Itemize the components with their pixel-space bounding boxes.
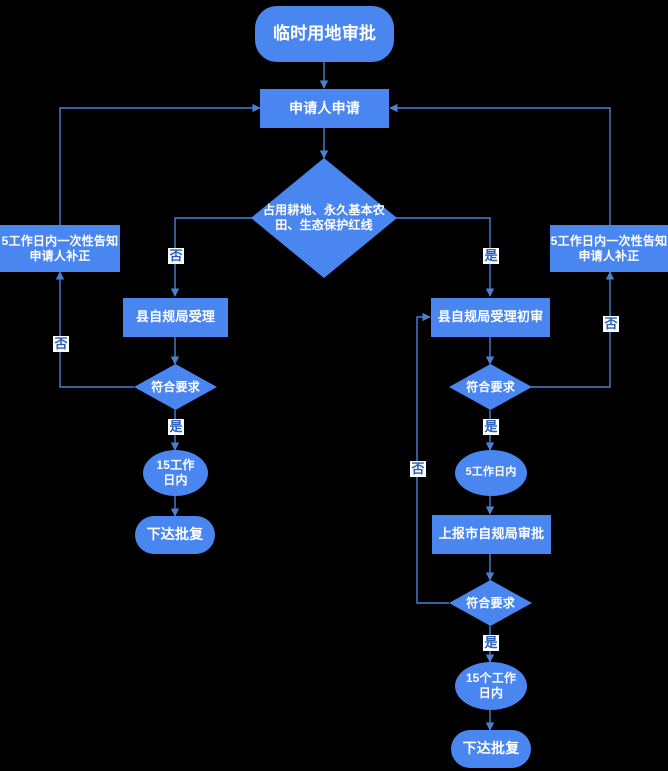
- node-applicant-apply[interactable]: 申请人申请: [260, 89, 389, 128]
- node-notify-correction-right-label: 5工作日内一次性告知申请人补正: [550, 233, 668, 263]
- edge-label-check-right-yes: 是: [483, 419, 499, 435]
- node-issue-approval-right[interactable]: 下达批复: [451, 730, 531, 768]
- edge-checkcity-no: [416, 312, 449, 604]
- edge-label-land-yes: 是: [483, 248, 499, 264]
- node-check-requirements-left-label: 符合要求: [151, 379, 200, 394]
- edge-notifyleft-apply: [59, 103, 261, 225]
- node-check-requirements-city-label: 符合要求: [466, 595, 515, 610]
- edge-checkleft-no: [55, 271, 134, 388]
- node-decision-land-use[interactable]: 占用耕地、永久基本农田、生态保护红线: [251, 158, 397, 278]
- node-issue-approval-left-label: 下达批复: [146, 526, 204, 543]
- node-applicant-apply-label: 申请人申请: [289, 99, 360, 116]
- edge-label-check-right-no: 否: [603, 316, 619, 332]
- edge-label-check-city-yes: 是: [483, 635, 499, 651]
- node-15-working-days-right[interactable]: 15个工作日内: [455, 662, 527, 710]
- node-county-bureau-initial-review[interactable]: 县自规局受理初审: [431, 298, 550, 337]
- edge-checkright-no: [531, 271, 615, 388]
- edge-label-check-left-yes: 是: [168, 419, 184, 435]
- node-check-requirements-left[interactable]: 符合要求: [134, 364, 217, 410]
- node-county-bureau-initial-review-label: 县自规局受理初审: [437, 309, 544, 325]
- node-report-city-bureau-approval[interactable]: 上报市自规局审批: [432, 515, 551, 554]
- node-check-requirements-city[interactable]: 符合要求: [449, 580, 532, 626]
- node-15-working-days-right-label: 15个工作日内: [465, 671, 517, 700]
- edge-decision-no: [170, 217, 252, 297]
- node-county-bureau-accept-label: 县自规局受理: [135, 309, 216, 325]
- edge-notifyright-apply: [389, 103, 611, 225]
- node-start[interactable]: 临时用地审批: [255, 6, 394, 62]
- node-check-requirements-right[interactable]: 符合要求: [449, 364, 532, 410]
- node-notify-correction-right[interactable]: 5工作日内一次性告知申请人补正: [550, 225, 668, 272]
- edge-label-check-left-no: 否: [53, 336, 69, 352]
- node-15-working-days-left[interactable]: 15工作日内: [143, 450, 208, 496]
- edge-label-check-city-no: 否: [410, 461, 426, 477]
- node-notify-correction-left-label: 5工作日内一次性告知申请人补正: [1, 233, 119, 263]
- node-check-requirements-right-label: 符合要求: [466, 379, 515, 394]
- node-15-working-days-left-label: 15工作日内: [156, 458, 195, 487]
- edge-decision-yes: [396, 217, 495, 297]
- node-county-bureau-accept[interactable]: 县自规局受理: [123, 298, 228, 337]
- node-decision-land-use-label: 占用耕地、永久基本农田、生态保护红线: [262, 203, 385, 232]
- node-report-city-bureau-approval-label: 上报市自规局审批: [438, 526, 545, 542]
- node-issue-approval-left[interactable]: 下达批复: [135, 516, 215, 554]
- edge-label-land-no: 否: [168, 248, 184, 264]
- node-notify-correction-left[interactable]: 5工作日内一次性告知申请人补正: [0, 225, 120, 272]
- node-issue-approval-right-label: 下达批复: [462, 740, 520, 757]
- node-5-working-days-right-label: 5工作日内: [465, 466, 517, 479]
- node-5-working-days-right[interactable]: 5工作日内: [455, 450, 527, 496]
- node-start-label: 临时用地审批: [272, 24, 377, 44]
